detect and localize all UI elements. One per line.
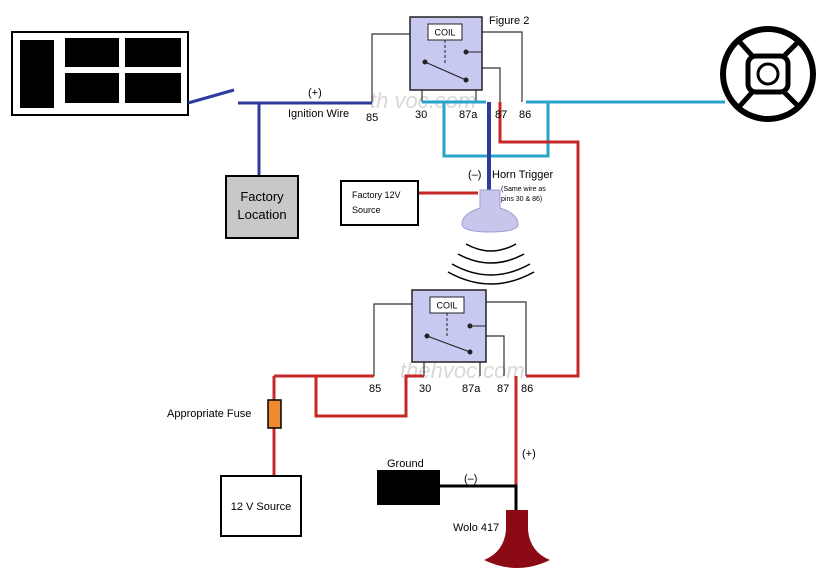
relay-1-pin-87a: 87a	[459, 109, 478, 121]
horn-trigger-label: Horn Trigger	[492, 169, 553, 181]
fuse-label: Appropriate Fuse	[167, 408, 251, 420]
factory-12v-box	[340, 180, 419, 226]
horn-trigger-polarity: (–)	[468, 169, 481, 181]
ignition-wire-label: Ignition Wire	[288, 108, 349, 120]
relay-1-pin-30: 30	[415, 109, 427, 121]
factory-12v-line1: Factory 12V	[352, 190, 401, 200]
relay-2-pin-87a: 87a	[462, 383, 481, 395]
factory-location-line1: Factory	[240, 189, 284, 204]
fuse-icon	[267, 399, 282, 429]
relay-2: COIL	[373, 289, 527, 376]
relay-2-pin-86: 86	[521, 383, 533, 395]
horn-polarity: (+)	[522, 448, 536, 460]
horn-icon	[484, 510, 550, 568]
relay-link-wire	[498, 102, 580, 378]
source-12v-box	[220, 475, 302, 537]
relay-1-pin-85: 85	[366, 112, 378, 124]
relay-1-coil-label: COIL	[434, 28, 455, 38]
relay-2-pin-30: 30	[419, 383, 431, 395]
ground-polarity: (–)	[464, 473, 477, 485]
ground-label: Ground	[387, 458, 424, 470]
horn-button-icon	[447, 189, 535, 285]
figure-label: Figure 2	[489, 15, 529, 27]
relay-1-pin-87: 87	[495, 109, 507, 121]
fuse-box-icon	[11, 31, 189, 116]
relay-2-coil-label: COIL	[436, 301, 457, 311]
ignition-switch	[187, 88, 235, 105]
steering-wheel-icon	[720, 26, 816, 122]
horn-label: Wolo 417	[453, 522, 499, 534]
ground-wire	[440, 484, 518, 510]
ground-block	[377, 470, 440, 505]
horn-trigger-wire	[422, 100, 725, 158]
horn-trigger-note-line2: pins 30 & 86)	[501, 196, 542, 203]
factory-12v-line2: Source	[352, 205, 381, 215]
relay-1-pin-86: 86	[519, 109, 531, 121]
factory-location-line2: Location	[237, 207, 286, 222]
ignition-polarity: (+)	[308, 87, 322, 99]
horn-trigger-note-line1: (Same wire as	[501, 186, 546, 193]
factory-location-box	[225, 175, 299, 239]
source-12v-label: 12 V Source	[231, 501, 292, 513]
relay-2-pin-85: 85	[369, 383, 381, 395]
relay-1: COIL	[371, 16, 523, 102]
relay-2-pin-87: 87	[497, 383, 509, 395]
